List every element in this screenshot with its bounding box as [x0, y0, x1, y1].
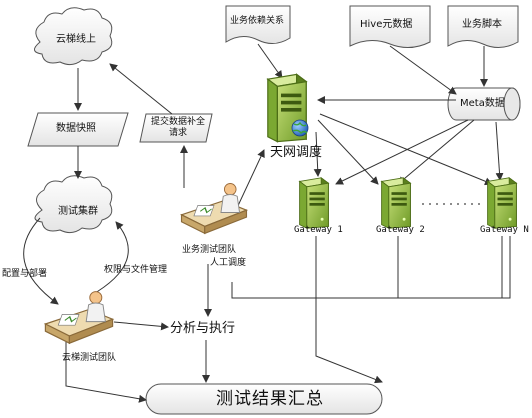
cloud-online-shape	[34, 7, 113, 66]
hive-meta-label: Hive元数据	[360, 19, 413, 30]
submit-request-label: 提交数据补全 请求	[150, 117, 205, 138]
biz-test-team-label: 业务测试团队	[182, 245, 237, 255]
gatewayN-label: Gateway N	[480, 225, 529, 235]
meta-data-shape	[447, 87, 521, 121]
analyze-execute-label: 分析与执行	[170, 321, 236, 336]
config-deploy-label: 配置与部署	[2, 269, 48, 279]
globe-icon	[291, 119, 309, 137]
cloud-test-team-label: 云梯测试团队	[62, 353, 117, 363]
test-cluster-shape	[34, 175, 113, 234]
manual-dispatch-label: 人工调度	[210, 258, 247, 268]
biz-dependency-shape	[225, 5, 291, 44]
gatewayN-server-icon	[487, 177, 517, 229]
cloud-test-team-person-icon	[44, 290, 114, 344]
perm-file-mgmt-label: 权限与文件管理	[104, 265, 168, 275]
meta-data-label: Meta数据	[460, 98, 505, 109]
cloud-online-label: 云梯线上	[56, 34, 96, 45]
hive-meta-shape	[349, 5, 431, 48]
biz-test-team-person-icon	[180, 182, 248, 234]
gateway2-label: Gateway 2	[376, 225, 425, 235]
summary-label: 测试结果汇总	[216, 389, 324, 409]
biz-script-shape	[447, 5, 519, 48]
submit-request-shape	[139, 113, 213, 143]
data-snapshot-shape	[27, 112, 129, 147]
test-cluster-label: 测试集群	[58, 206, 98, 217]
tianwang-label: 天网调度	[270, 145, 323, 160]
gateway1-label: Gateway 1	[294, 225, 343, 235]
biz-dependency-label: 业务依赖关系	[230, 16, 285, 26]
biz-script-label: 业务脚本	[462, 19, 502, 30]
gateway2-server-icon	[381, 177, 411, 229]
gateway1-server-icon	[299, 177, 329, 229]
data-snapshot-label: 数据快照	[56, 123, 96, 134]
